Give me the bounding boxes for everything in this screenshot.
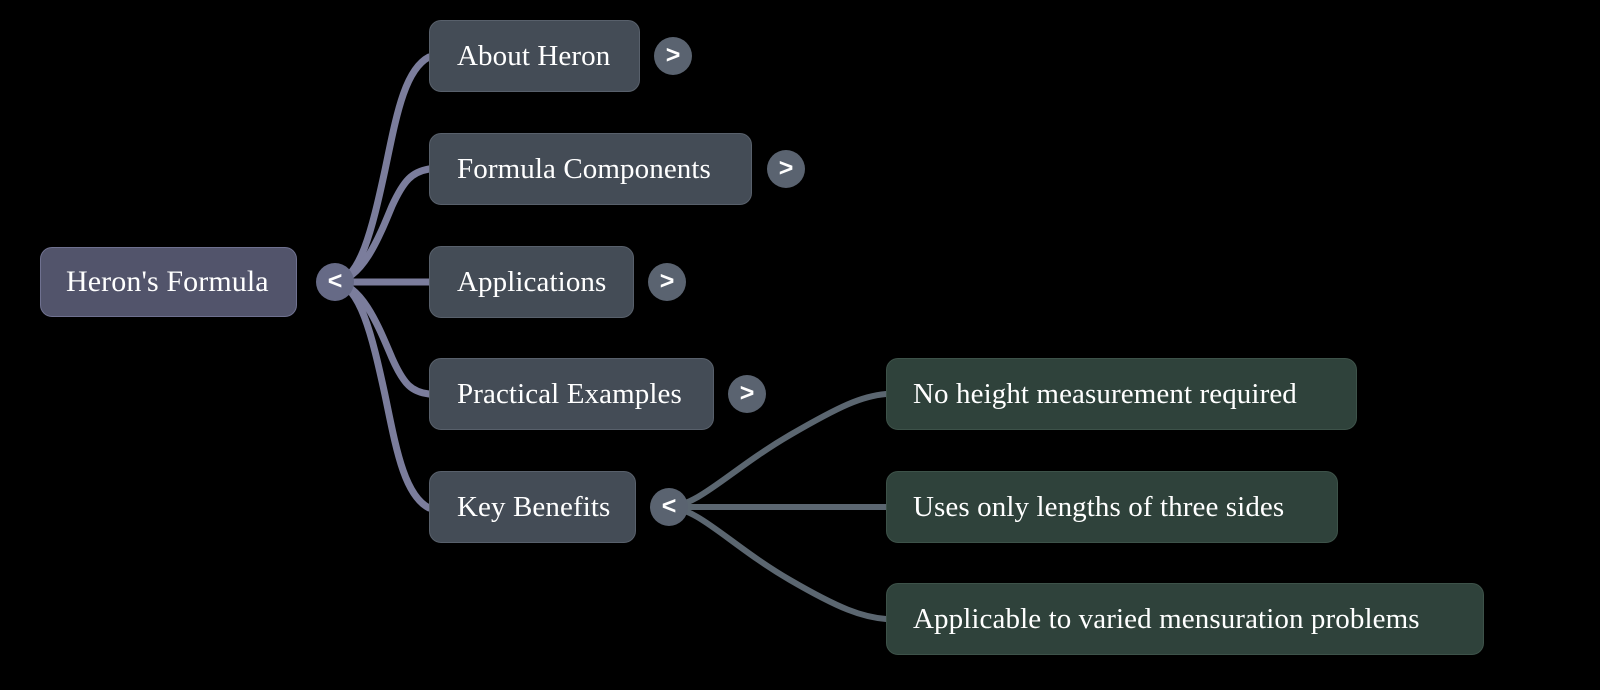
node-branch-label: About Heron (457, 39, 611, 72)
node-branch-formula-components[interactable]: Formula Components (429, 133, 752, 205)
node-branch-key-benefits[interactable]: Key Benefits (429, 471, 636, 543)
node-leaf-label: Applicable to varied mensuration problem… (913, 602, 1420, 635)
node-leaf-label: Uses only lengths of three sides (913, 490, 1285, 523)
toggle-applications[interactable]: > (648, 263, 686, 301)
node-root-label: Heron's Formula (66, 265, 269, 298)
root-edge-3 (331, 278, 433, 398)
root-edge-4 (331, 278, 433, 512)
node-root-herons-formula[interactable]: Heron's Formula (40, 247, 297, 317)
root-edge-0 (331, 53, 433, 286)
chevron-right-icon: > (778, 153, 794, 182)
chevron-right-icon: > (659, 266, 675, 295)
node-branch-label: Formula Components (457, 152, 711, 185)
toggle-practical-examples[interactable]: > (728, 375, 766, 413)
node-leaf-label: No height measurement required (913, 377, 1297, 410)
node-branch-about-heron[interactable]: About Heron (429, 20, 640, 92)
toggle-formula-components[interactable]: > (767, 150, 805, 188)
node-branch-applications[interactable]: Applications (429, 246, 634, 318)
toggle-about-heron[interactable]: > (654, 37, 692, 75)
chevron-left-icon: < (661, 491, 677, 520)
node-leaf-no-height-measurement-required[interactable]: No height measurement required (886, 358, 1357, 430)
node-branch-practical-examples[interactable]: Practical Examples (429, 358, 714, 430)
chevron-left-icon: < (327, 266, 343, 295)
node-branch-label: Applications (457, 265, 607, 298)
toggle-key-benefits[interactable]: < (650, 488, 688, 526)
node-branch-label: Key Benefits (457, 490, 611, 523)
node-branch-label: Practical Examples (457, 377, 682, 410)
branch-edge-2 (666, 504, 889, 622)
chevron-right-icon: > (665, 40, 681, 69)
root-edge-1 (331, 165, 433, 286)
node-leaf-uses-only-lengths-of-three-sides[interactable]: Uses only lengths of three sides (886, 471, 1338, 543)
toggle-root-collapse[interactable]: < (316, 263, 354, 301)
node-leaf-applicable-to-varied-mensuration-problems[interactable]: Applicable to varied mensuration problem… (886, 583, 1484, 655)
chevron-right-icon: > (739, 378, 755, 407)
